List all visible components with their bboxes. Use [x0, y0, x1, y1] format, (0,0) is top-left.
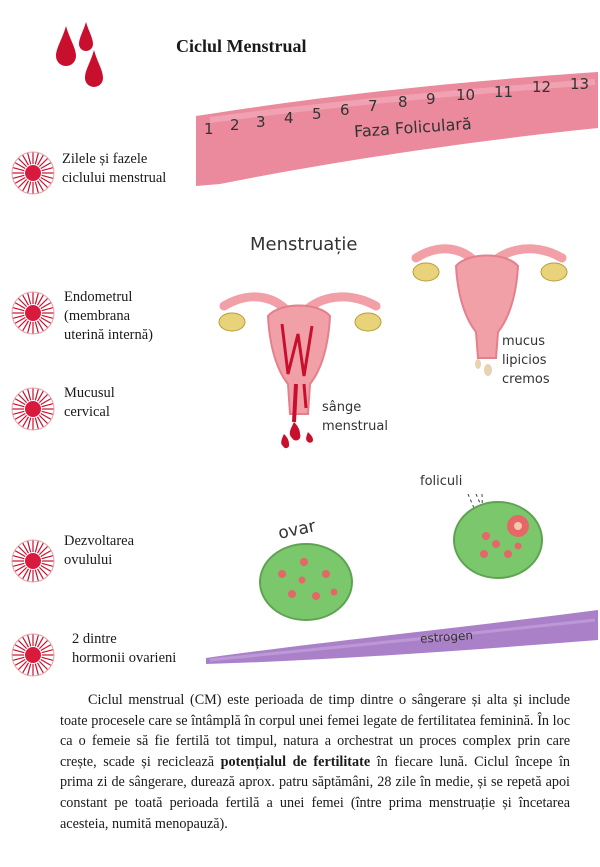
cycle-day-number: 11 [494, 83, 514, 101]
cycle-day-number: 1 [204, 120, 214, 138]
menstruation-label: Menstruație [250, 234, 358, 255]
mucus-label-line: lipicios [502, 353, 547, 368]
mucus-label-line: mucus [502, 334, 546, 349]
cycle-day-number: 10 [456, 86, 476, 104]
row-label: 2 dintre hormonii ovarieni [72, 630, 176, 668]
row-label-line: Zilele și fazele [62, 151, 148, 167]
cycle-day-number: 2 [230, 116, 240, 134]
mucus-label: mucus lipicios cremos [502, 332, 550, 389]
intro-paragraph: Ciclul menstrual (CM) este perioada de t… [60, 690, 570, 834]
blood-drops-icon [56, 22, 103, 87]
flower-icon [11, 291, 55, 335]
row-label-line: hormonii ovarieni [72, 650, 177, 666]
row-label-line: (membrana [64, 308, 131, 324]
blood-label-line: menstrual [322, 419, 388, 434]
cycle-timeline-band [196, 72, 598, 186]
row-label: Mucusul cervical [64, 384, 115, 422]
follicles-label: foliculi [420, 474, 463, 489]
flower-icon [11, 387, 55, 431]
cycle-day-number: 8 [398, 93, 408, 111]
cycle-day-number: 4 [284, 109, 294, 127]
row-label-line: Dezvoltarea [64, 533, 135, 549]
flower-icon [11, 539, 55, 583]
blood-label: sânge menstrual [322, 398, 388, 436]
row-label: Endometrul (membrana uterină internă) [64, 288, 153, 345]
row-label-line: ovulului [64, 552, 113, 568]
ovary-illustration [259, 543, 353, 621]
row-label: Zilele și fazele ciclului menstrual [62, 150, 166, 188]
row-label-line: uterină internă) [64, 327, 153, 343]
mucus-label-line: cremos [502, 372, 550, 387]
cycle-day-number: 9 [426, 90, 436, 108]
page-title: Ciclul Menstrual [176, 36, 307, 56]
row-label-line: cervical [64, 404, 110, 420]
estrogen-band [206, 610, 598, 664]
cycle-day-number: 3 [256, 113, 266, 131]
paragraph-part1: Ciclul menstrual (CM) este perioada de t… [60, 692, 570, 770]
uterus-mucus-illustration [411, 244, 568, 376]
row-label-line: Mucusul [64, 385, 115, 401]
cycle-day-number: 7 [368, 97, 378, 115]
flower-icon [11, 633, 55, 677]
row-label-line: 2 dintre [72, 631, 117, 647]
row-label-line: Endometrul [64, 289, 133, 305]
uterus-menstruation-illustration [218, 292, 382, 449]
row-label: Dezvoltarea ovulului [64, 532, 134, 570]
cycle-day-number: 5 [312, 105, 322, 123]
fertility-potential-emphasis: potențialul de fertilitate [220, 753, 371, 770]
flower-icon [11, 151, 55, 195]
cycle-day-number: 13 [570, 75, 590, 93]
blood-label-line: sânge [322, 400, 362, 415]
row-label-line: ciclului menstrual [62, 170, 167, 186]
ovary-follicles-illustration [453, 493, 543, 579]
paragraph-part2: în fiecare lună. Ciclul începe în prima … [60, 753, 571, 832]
cycle-day-number: 12 [532, 78, 552, 96]
cycle-day-number: 6 [340, 101, 350, 119]
